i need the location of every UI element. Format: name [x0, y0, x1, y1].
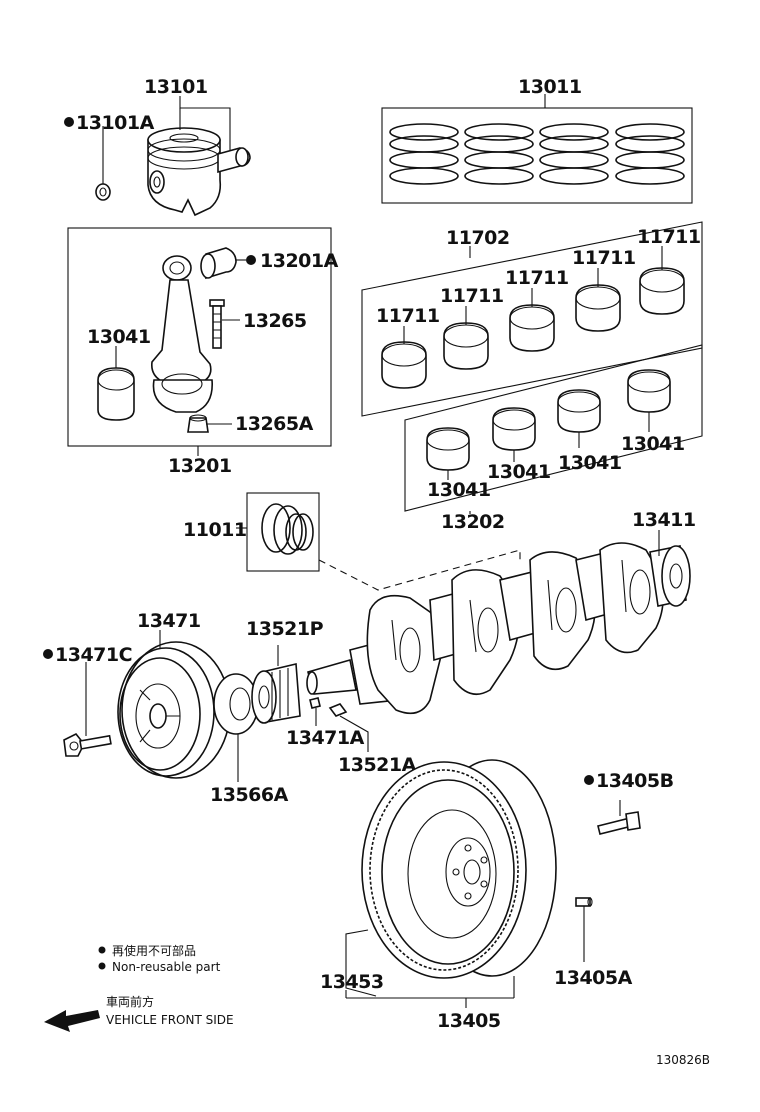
piston-pin	[217, 147, 251, 174]
snap-ring	[95, 183, 111, 201]
label-11711-2: 11711	[440, 285, 504, 307]
piston	[147, 127, 222, 217]
label-13521A: 13521A	[338, 754, 417, 776]
label-13041-c: 13041	[558, 452, 622, 474]
direction-jp: 車両前方	[106, 994, 154, 1009]
flywheel-pin	[575, 897, 593, 907]
main-bearing-lower-box	[404, 344, 703, 512]
main-bearing-upper	[381, 267, 685, 389]
label-13411: 13411	[632, 509, 696, 531]
label-13521P: 13521P	[246, 618, 324, 640]
legend-mark-en	[98, 962, 106, 970]
label-13471A: 13471A	[286, 727, 365, 749]
direction-en: VEHICLE FRONT SIDE	[106, 1013, 234, 1027]
label-13265A: 13265A	[235, 413, 314, 435]
label-13471C: 13471C	[55, 644, 132, 666]
label-13101: 13101	[144, 76, 208, 98]
label-13201A: 13201A	[260, 250, 339, 272]
label-11011: 11011	[183, 519, 247, 541]
crankshaft-pulley	[117, 641, 231, 779]
label-11711-4: 11711	[572, 247, 636, 269]
front-arrow-icon	[44, 1010, 100, 1032]
legend-jp: 再使用不可部品	[112, 943, 196, 958]
label-13041-rod: 13041	[87, 326, 151, 348]
thrust-washer	[261, 503, 314, 555]
legend-en: Non-reusable part	[112, 960, 221, 974]
non-reusable-mark	[246, 255, 256, 265]
label-13453: 13453	[320, 971, 384, 993]
label-13265: 13265	[243, 310, 307, 332]
drawing-code: 130826B	[656, 1053, 710, 1067]
label-11711-3: 11711	[505, 267, 569, 289]
label-13101A: 13101A	[76, 112, 155, 134]
label-13566A: 13566A	[210, 784, 289, 806]
rod-bearing	[97, 367, 135, 421]
key-13521A	[328, 703, 348, 717]
rod-bushing	[200, 247, 237, 280]
label-13471: 13471	[137, 610, 201, 632]
label-13405A: 13405A	[554, 967, 633, 989]
non-reusable-mark	[64, 117, 74, 127]
flywheel	[361, 759, 557, 979]
label-13405B: 13405B	[596, 770, 674, 792]
label-13011: 13011	[518, 76, 582, 98]
crankshaft-spacer	[213, 673, 259, 735]
rod-nut	[187, 414, 209, 433]
label-13041-d: 13041	[621, 433, 685, 455]
label-11702: 11702	[446, 227, 510, 249]
ring-set-box	[381, 107, 693, 204]
thrust-washer-box	[246, 492, 320, 572]
connecting-rod-box	[67, 227, 332, 447]
label-13202: 13202	[441, 511, 505, 533]
piston-ring-set	[389, 123, 685, 185]
label-13201: 13201	[168, 455, 232, 477]
label-11711-1: 11711	[376, 305, 440, 327]
label-13041-a: 13041	[427, 479, 491, 501]
main-bearing-lower	[426, 369, 671, 471]
crankshaft	[306, 542, 691, 715]
flywheel-bolt	[597, 811, 641, 835]
label-13041-b: 13041	[487, 461, 551, 483]
pulley-bolt	[63, 732, 112, 757]
connecting-rod	[151, 255, 213, 413]
key-13471A	[309, 697, 321, 709]
label-13405: 13405	[437, 1010, 501, 1032]
rod-bolt	[209, 299, 225, 349]
label-11711-5: 11711	[637, 226, 701, 248]
crankshaft-timing-gear	[251, 663, 301, 724]
non-reusable-mark	[43, 649, 53, 659]
legend-mark-jp	[98, 946, 106, 954]
non-reusable-mark	[584, 775, 594, 785]
